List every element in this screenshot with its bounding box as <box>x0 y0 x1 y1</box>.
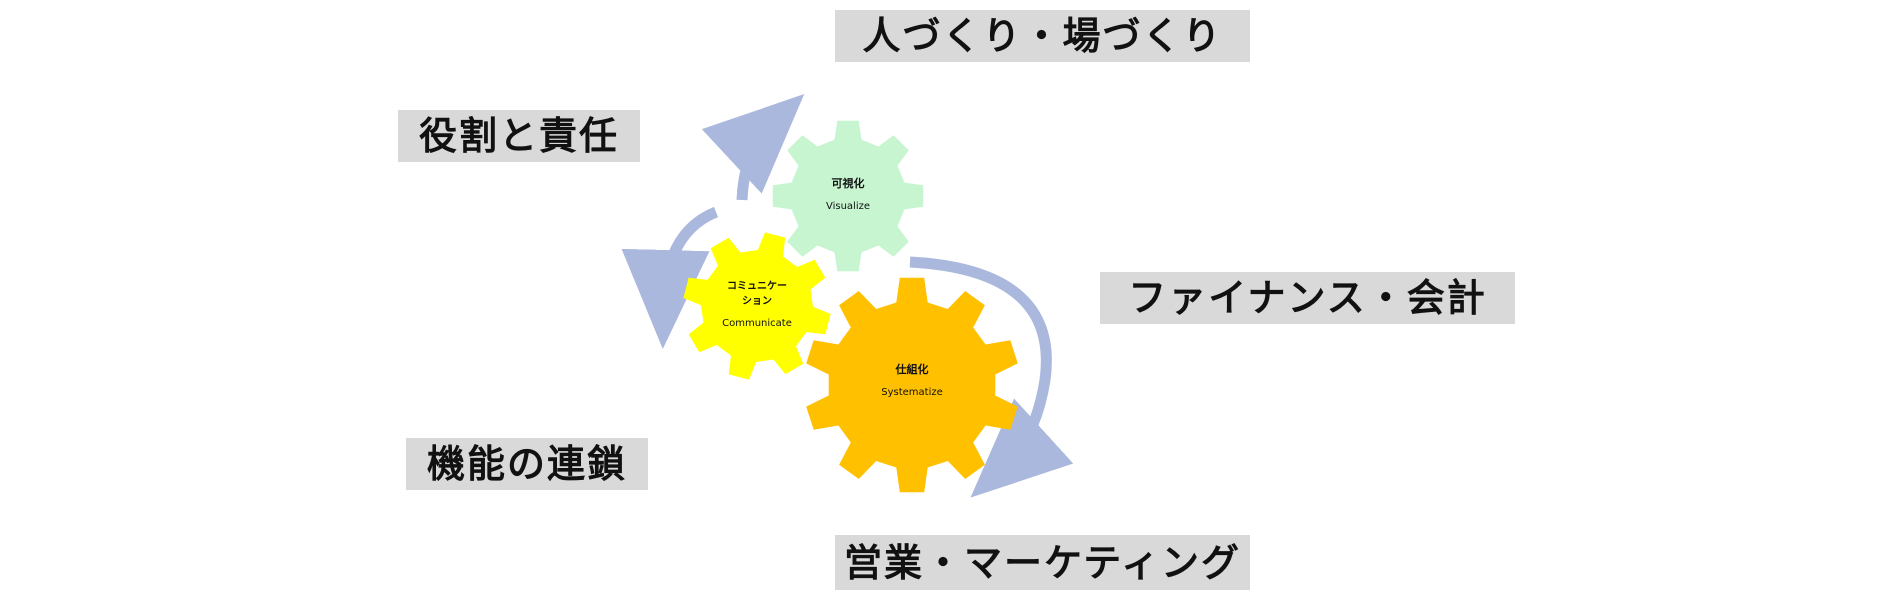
label-function-chain: 機能の連鎖 <box>406 438 648 490</box>
gear-communicate-subtitle: Communicate <box>722 318 792 329</box>
gear-visualize <box>772 120 924 272</box>
gear-systematize <box>806 277 1018 493</box>
cycle-arrow-top <box>701 94 805 201</box>
label-people-and-place: 人づくり・場づくり <box>835 10 1250 62</box>
gear-systematize-title: 仕組化 <box>895 362 929 376</box>
cycle-arrow-right <box>909 256 1074 498</box>
label-finance-accounting: ファイナンス・会計 <box>1100 272 1515 324</box>
label-sales-marketing: 営業・マーケティング <box>835 535 1250 590</box>
gear-communicate-title-line2: ション <box>742 295 772 307</box>
gear-communicate-title-line1: コミュニケー <box>727 280 787 292</box>
gear-visualize-title: 可視化 <box>832 176 865 190</box>
gear-systematize-subtitle: Systematize <box>881 387 943 398</box>
gear-visualize-subtitle: Visualize <box>826 201 870 212</box>
gear-communicate <box>683 232 831 380</box>
label-roles-and-responsibility: 役割と責任 <box>398 110 640 162</box>
cycle-arrow-left <box>621 206 719 349</box>
